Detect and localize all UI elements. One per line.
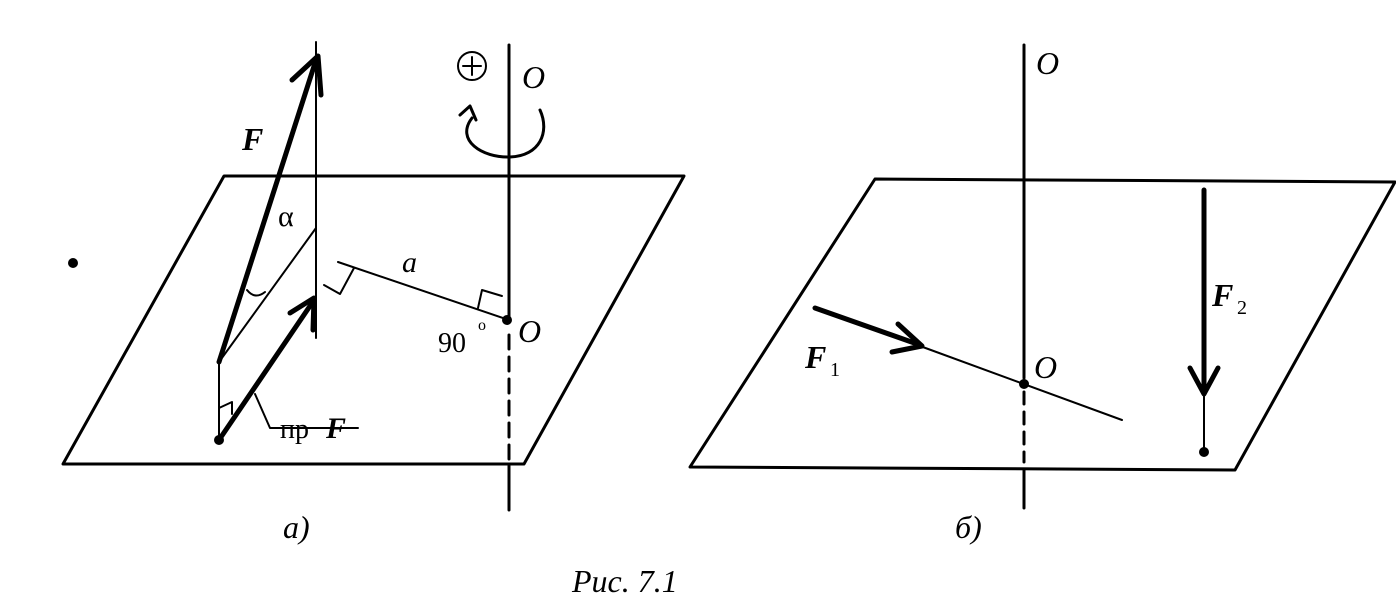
alpha-arc	[246, 289, 266, 297]
label-force-f: F	[241, 121, 263, 157]
panel-b: O O F 1 F 2 б)	[688, 43, 1396, 545]
right-angle-arm-end	[477, 289, 503, 309]
force-f1-arrow	[812, 305, 923, 348]
label-axis-top-a: O	[522, 59, 545, 95]
force-f-arrow	[216, 57, 319, 365]
point-o-b	[1019, 379, 1029, 389]
label-f1: F	[804, 339, 826, 375]
plane-a	[61, 174, 686, 466]
caption-a: а)	[283, 509, 310, 545]
label-axis-top-b: O	[1036, 45, 1059, 81]
figure-caption: Рис. 7.1	[571, 563, 678, 599]
caption-b: б)	[955, 509, 982, 545]
label-arm-a: a	[402, 246, 417, 279]
label-point-o-b: O	[1034, 349, 1057, 385]
label-alpha: α	[278, 200, 294, 233]
right-angle-proj	[218, 401, 233, 415]
plus-circle-icon	[457, 51, 487, 81]
plane-b	[688, 177, 1396, 472]
rotation-arrow-head-icon	[458, 104, 478, 122]
force-f-arrowhead	[289, 53, 324, 98]
stray-mark	[68, 258, 78, 268]
label-angle-deg: o	[478, 317, 486, 334]
f2-application-point	[1199, 447, 1209, 457]
force-f1-arrowhead	[889, 321, 925, 355]
prf-leader	[254, 393, 359, 429]
label-f1-sub: 1	[830, 359, 840, 381]
alpha-guide-line	[218, 227, 317, 363]
label-angle-90: 90	[438, 328, 466, 359]
label-point-o-a: O	[518, 313, 541, 349]
projection-base-point	[214, 435, 224, 445]
projection-f-arrow	[216, 300, 315, 443]
rotation-arrow-icon	[465, 108, 546, 159]
right-angle-arm-start	[323, 267, 355, 295]
panel-a: F α a O O 90 o пр F а)	[61, 41, 686, 545]
label-proj-prefix: пр	[280, 414, 309, 445]
label-f2: F	[1211, 277, 1233, 313]
arm-a-line	[337, 261, 510, 321]
label-f2-sub: 2	[1237, 297, 1247, 319]
label-proj-force: F	[325, 412, 346, 445]
projection-f-arrowhead	[287, 295, 317, 333]
point-o-a	[502, 315, 512, 325]
